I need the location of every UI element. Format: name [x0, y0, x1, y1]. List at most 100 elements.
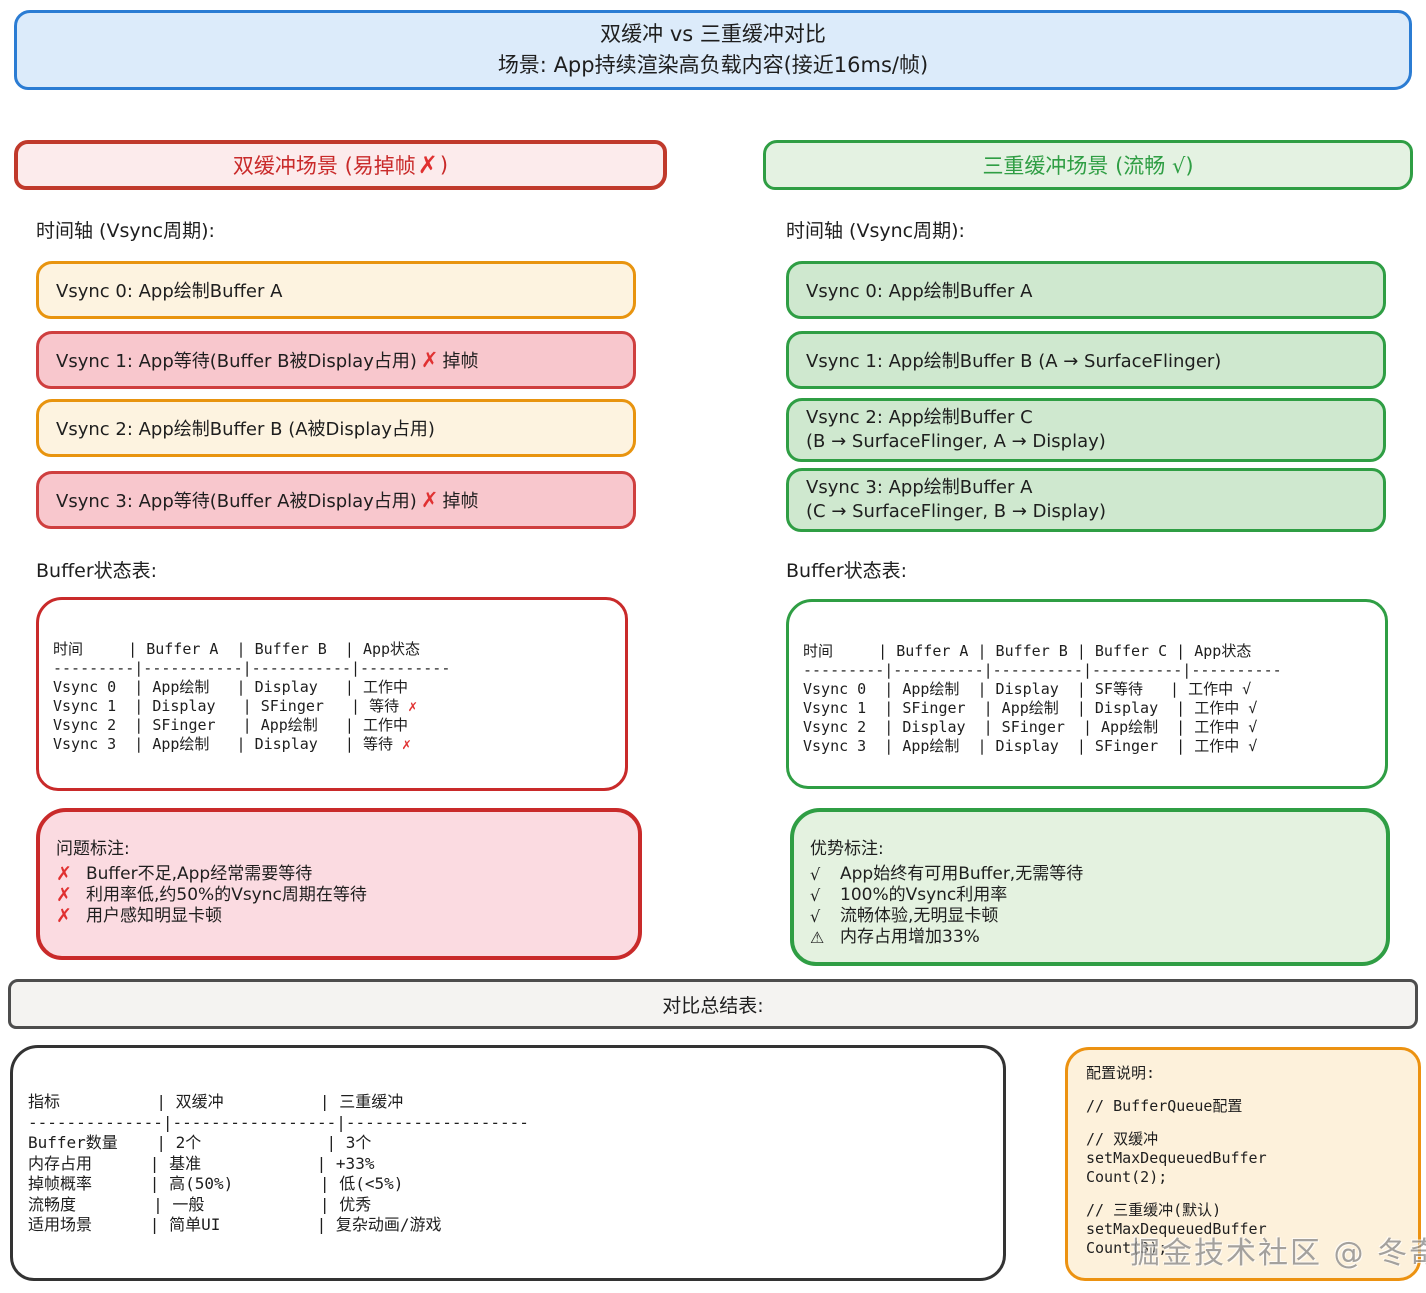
table-row: Vsync 0 | App绘制 | Display | SF等待 | 工作中 √ [803, 680, 1252, 698]
right-vsync2-line1: Vsync 2: App绘制Buffer C [806, 407, 1033, 428]
list-item: ⚠ 内存占用增加33% [810, 927, 1376, 948]
list-item: ✗ 用户感知明显卡顿 [56, 906, 628, 927]
advantages-title: 优势标注: [810, 839, 884, 859]
table-row: 适用场景 | 简单UI | 复杂动画/游戏 [28, 1215, 442, 1234]
summary-header-bar: 对比总结表: [8, 979, 1418, 1029]
x-mark-icon: ✗ [408, 697, 418, 715]
double-buffer-header: 双缓冲场景 (易掉帧 ✗ ) [14, 140, 667, 190]
left-vsync0-box: Vsync 0: App绘制Buffer A [36, 261, 636, 319]
table-row-text: Vsync 3 | App绘制 | Display | 等待 [53, 735, 402, 753]
right-vsync3-line2: (C → SurfaceFlinger, B → Display) [806, 501, 1107, 522]
problems-note-box: 问题标注: ✗ Buffer不足,App经常需要等待 ✗ 利用率低,约50%的Vsy… [36, 808, 642, 960]
left-vsync2-text: Vsync 2: App绘制Buffer B (A被Display占用) [56, 419, 435, 440]
check-icon: √ [810, 886, 821, 905]
right-vsync0-box: Vsync 0: App绘制Buffer A [786, 261, 1386, 319]
config-line: // 双缓冲 [1086, 1130, 1159, 1148]
advantage-text: App始终有可用Buffer,无需等待 [840, 864, 1084, 884]
table-row: Vsync 2 | SFinger | App绘制 | 工作中 [53, 716, 408, 734]
list-item: √ 流畅体验,无明显卡顿 [810, 906, 1376, 927]
left-vsync3-box: Vsync 3: App等待(Buffer A被Display占用) ✗ 掉帧 [36, 471, 636, 529]
config-line: // BufferQueue配置 [1086, 1097, 1243, 1115]
table-row: 流畅度 | 一般 | 优秀 [28, 1194, 372, 1214]
table-row: Vsync 1 | Display | SFinger | 等待 ✗ [53, 697, 625, 716]
left-vsync2-box: Vsync 2: App绘制Buffer B (A被Display占用) [36, 399, 636, 457]
config-line [1086, 1116, 1418, 1130]
advantage-text: 流畅体验,无明显卡顿 [840, 906, 999, 926]
config-line: setMaxDequeuedBuffer [1086, 1220, 1267, 1238]
table-row-text: Vsync 1 | Display | SFinger | 等待 [53, 697, 409, 715]
problem-text: 用户感知明显卡顿 [86, 906, 222, 926]
x-mark-icon: ✗ [56, 905, 72, 927]
config-line: Count(2); [1086, 1168, 1168, 1186]
left-buffer-state-table: 时间 | Buffer A | Buffer B | App状态 -------… [36, 597, 628, 791]
summary-header-label: 对比总结表: [662, 994, 764, 1017]
right-buffer-table-label: Buffer状态表: [786, 560, 908, 582]
diagram-title-box: 双缓冲 vs 三重缓冲对比 场景: App持续渲染高负载内容(接近16ms/帧) [14, 10, 1412, 90]
table-row: Vsync 1 | SFinger | App绘制 | Display | 工作… [803, 699, 1258, 717]
x-mark-icon: ✗ [56, 884, 72, 906]
table-row: Vsync 3 | App绘制 | Display | 等待 ✗ [53, 735, 625, 754]
table-row: 时间 | Buffer A | Buffer B | Buffer C | Ap… [803, 642, 1252, 660]
list-item: √ 100%的Vsync利用率 [810, 885, 1376, 906]
x-mark-icon: ✗ [420, 348, 439, 372]
left-vsync0-text: Vsync 0: App绘制Buffer A [56, 281, 283, 302]
config-line: // 三重缓冲(默认) [1086, 1201, 1222, 1219]
list-item: √ App始终有可用Buffer,无需等待 [810, 864, 1376, 885]
triple-buffer-header: 三重缓冲场景 (流畅 √) [763, 140, 1413, 190]
table-row: Buffer数量 | 2个 | 3个 [28, 1133, 372, 1152]
table-row: 指标 | 双缓冲 | 三重缓冲 [28, 1092, 404, 1111]
x-mark-icon: ✗ [420, 488, 439, 512]
table-row: ---------|-----------|-----------|------… [53, 659, 451, 677]
config-line [1086, 1187, 1418, 1201]
left-vsync3-text: Vsync 3: App等待(Buffer A被Display占用) [56, 491, 417, 512]
triple-buffer-header-label: 三重缓冲场景 (流畅 √) [982, 154, 1194, 178]
config-line: Count(3); [1086, 1239, 1168, 1257]
config-line: 配置说明: [1086, 1064, 1156, 1082]
right-vsync3-line1: Vsync 3: App绘制Buffer A [806, 477, 1033, 498]
x-mark-icon: ✗ [402, 735, 412, 753]
config-note-box: 配置说明: // BufferQueue配置 // 双缓冲 setMaxDequ… [1065, 1047, 1421, 1281]
right-vsync1-text: Vsync 1: App绘制Buffer B (A → SurfaceFling… [806, 351, 1222, 372]
left-vsync1-box: Vsync 1: App等待(Buffer B被Display占用) ✗ 掉帧 [36, 331, 636, 389]
left-timeline-label: 时间轴 (Vsync周期): [36, 220, 215, 242]
problem-text: Buffer不足,App经常需要等待 [86, 864, 313, 884]
right-vsync3-box: Vsync 3: App绘制Buffer A (C → SurfaceFling… [786, 468, 1386, 532]
advantages-note-box: 优势标注: √ App始终有可用Buffer,无需等待 √ 100%的Vsync利用… [790, 808, 1390, 966]
right-buffer-state-table: 时间 | Buffer A | Buffer B | Buffer C | Ap… [786, 599, 1388, 789]
problems-title: 问题标注: [56, 839, 130, 859]
list-item: ✗ 利用率低,约50%的Vsync周期在等待 [56, 885, 628, 906]
right-vsync2-box: Vsync 2: App绘制Buffer C (B → SurfaceFling… [786, 398, 1386, 462]
check-icon: √ [810, 907, 821, 926]
summary-table-box: 指标 | 双缓冲 | 三重缓冲 --------------|---------… [10, 1045, 1006, 1281]
double-buffer-header-label: 双缓冲场景 (易掉帧 [232, 154, 416, 178]
x-mark-icon: ✗ [417, 151, 438, 179]
table-row: --------------|-----------------|-------… [28, 1112, 529, 1132]
table-row: Vsync 0 | App绘制 | Display | 工作中 [53, 678, 408, 696]
left-vsync1-suffix: 掉帧 [442, 351, 479, 372]
x-mark-icon: ✗ [56, 863, 72, 885]
advantage-text: 内存占用增加33% [840, 927, 980, 947]
table-row: Vsync 3 | App绘制 | Display | SFinger | 工作… [803, 737, 1258, 755]
list-item: ✗ Buffer不足,App经常需要等待 [56, 864, 628, 885]
left-vsync1-text: Vsync 1: App等待(Buffer B被Display占用) [56, 351, 417, 372]
check-icon: √ [810, 865, 821, 884]
warning-icon: ⚠ [810, 928, 825, 947]
table-row: ---------|----------|----------|--------… [803, 661, 1282, 679]
right-vsync0-text: Vsync 0: App绘制Buffer A [806, 281, 1033, 302]
right-vsync2-line2: (B → SurfaceFlinger, A → Display) [806, 431, 1106, 452]
watermark: 掘金技术社区 @ 冬奇Lab [1130, 1236, 1426, 1271]
table-row: 内存占用 | 基准 | +33% [28, 1153, 375, 1173]
problem-text: 利用率低,约50%的Vsync周期在等待 [86, 885, 367, 905]
table-row: 掉帧概率 | 高(50%) | 低(<5%) [28, 1174, 404, 1193]
right-vsync1-box: Vsync 1: App绘制Buffer B (A → SurfaceFling… [786, 331, 1386, 389]
advantage-text: 100%的Vsync利用率 [840, 885, 1008, 905]
left-vsync3-suffix: 掉帧 [442, 491, 479, 512]
table-row: Vsync 2 | Display | SFinger | App绘制 | 工作… [803, 718, 1258, 736]
title-line-2: 场景: App持续渲染高负载内容(接近16ms/帧) [497, 53, 929, 77]
right-timeline-label: 时间轴 (Vsync周期): [786, 220, 965, 242]
left-buffer-table-label: Buffer状态表: [36, 560, 158, 582]
double-buffer-header-suffix: ) [439, 153, 449, 177]
table-row: 时间 | Buffer A | Buffer B | App状态 [53, 640, 421, 658]
config-line: setMaxDequeuedBuffer [1086, 1149, 1267, 1167]
